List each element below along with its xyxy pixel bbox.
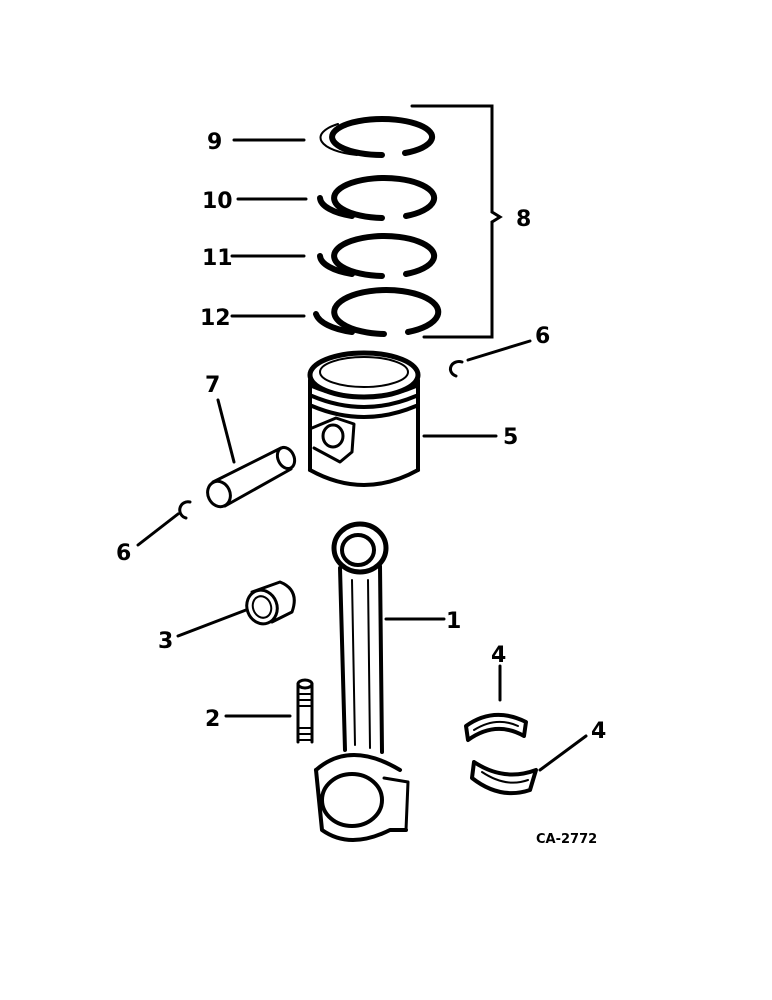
connecting-rod: [314, 521, 410, 842]
snap-ring-lower: [178, 500, 192, 520]
piston-ring-11: [317, 233, 438, 279]
figure-id: CA-2772: [536, 832, 597, 847]
callout-11: 11: [202, 246, 233, 271]
callout-2: 2: [205, 707, 220, 732]
piston-ring-12: [313, 287, 442, 337]
callout-6-lower: 6: [116, 541, 131, 566]
piston-pin: [206, 445, 297, 509]
snap-ring-upper: [448, 360, 464, 378]
pin-bushing: [245, 580, 296, 626]
leader-lines: [136, 104, 588, 772]
bearing-shell-lower: [470, 760, 538, 796]
rod-bolt: [296, 678, 314, 744]
callout-12: 12: [200, 306, 231, 331]
callout-10: 10: [202, 189, 233, 214]
bearing-shell-upper: [464, 712, 528, 742]
piston-ring-9: [319, 116, 436, 158]
callout-4-upper: 4: [491, 643, 506, 668]
piston-ring-10: [317, 175, 438, 221]
callout-1: 1: [446, 609, 461, 634]
callout-7: 7: [205, 373, 220, 398]
callout-4-lower: 4: [591, 719, 606, 744]
piston: [307, 350, 421, 487]
callout-6-upper: 6: [535, 324, 550, 349]
callout-9: 9: [207, 130, 222, 155]
callout-8: 8: [516, 207, 531, 232]
callout-5: 5: [503, 425, 518, 450]
callout-3: 3: [158, 629, 173, 654]
callout-labels: 9 10 11 12 8 6 5 7 6 3 1 2 4 4 CA-2772: [116, 130, 606, 847]
